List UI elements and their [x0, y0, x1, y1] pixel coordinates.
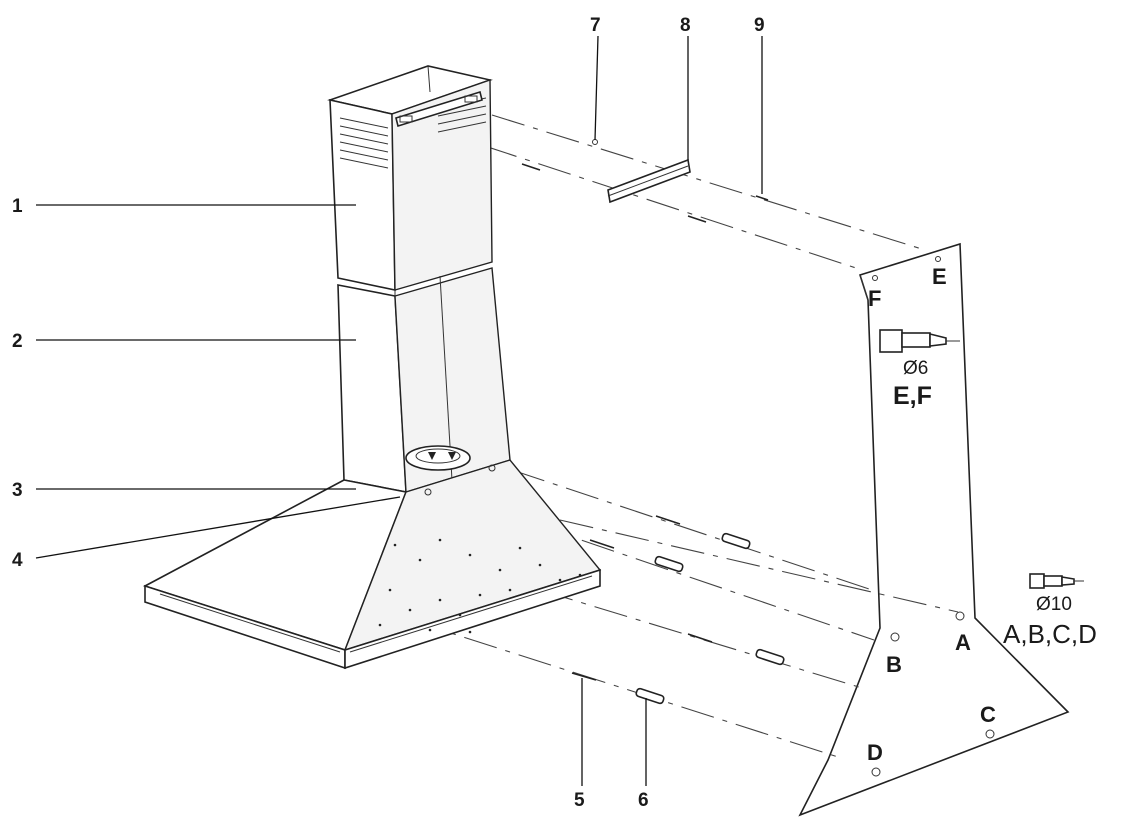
drill-upper-diameter: Ø6: [903, 358, 928, 379]
vent-slots-left: [339, 117, 389, 169]
drill-bit-upper-icon: [879, 329, 960, 353]
wall-point-a: A: [955, 630, 971, 655]
chimney-lower: [337, 267, 511, 493]
chimney-upper: [327, 65, 493, 291]
drill-bit-lower-icon: [1029, 573, 1084, 589]
wall-plugs: [635, 532, 785, 705]
wall-point-d: D: [867, 740, 883, 765]
callout-1: 1: [12, 196, 23, 217]
callout-5: 5: [574, 790, 585, 811]
fixing-screws: [521, 163, 713, 681]
chimney-top-bracket: [395, 90, 483, 128]
hood-canopy: [142, 459, 602, 670]
leader-lines: [35, 35, 763, 786]
screw-upper-1: [521, 163, 541, 171]
screw-mid-3: [687, 633, 713, 643]
callout-3: 3: [12, 480, 23, 501]
wall-point-e: E: [932, 264, 947, 289]
drill-lower-holes: A,B,C,D: [1003, 619, 1097, 649]
motor-outlet: [405, 445, 471, 471]
wall-point-f: F: [868, 286, 881, 311]
callout-4: 4: [12, 550, 23, 571]
wall-point-b: B: [886, 652, 902, 677]
callout-7: 7: [590, 15, 601, 36]
callout-9: 9: [754, 15, 765, 36]
callout-8: 8: [680, 15, 691, 36]
wall-bracket-8: [607, 158, 691, 204]
wall-point-c: C: [980, 702, 996, 727]
screw-low-1: [571, 672, 597, 681]
screw-part-9: [755, 195, 769, 201]
wall-panel: [798, 242, 1070, 817]
callout-6: 6: [638, 790, 649, 811]
drill-lower-diameter: Ø10: [1036, 594, 1072, 615]
screw-upper-2: [687, 215, 707, 223]
screw-part-7: [592, 139, 598, 145]
screw-mid-1: [655, 515, 681, 525]
drill-upper-holes: E,F: [893, 382, 932, 410]
canopy-dots: [378, 538, 582, 634]
screw-mid-2: [589, 539, 615, 549]
callout-2: 2: [12, 331, 23, 352]
